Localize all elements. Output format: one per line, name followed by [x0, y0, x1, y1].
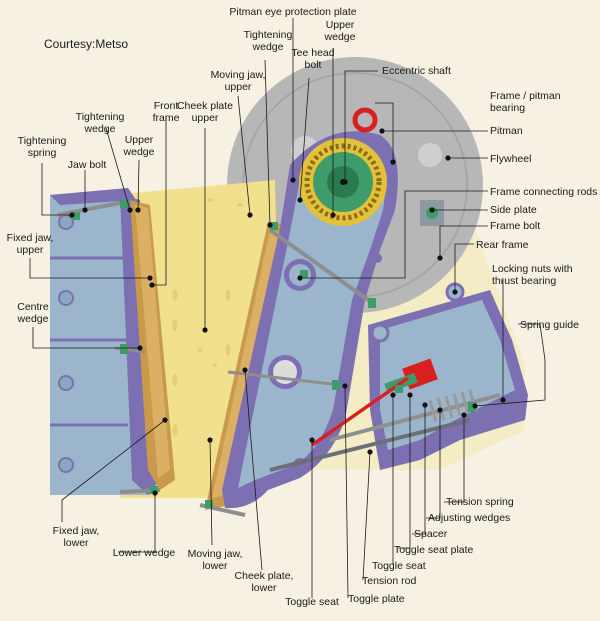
label-tightening-wedge-left-1: Tightening — [76, 111, 125, 123]
label-centre-wedge-2: wedge — [17, 313, 49, 325]
label-locking-nuts-2: thrust bearing — [492, 275, 556, 287]
tension-rod-shape — [310, 376, 410, 447]
label-fixed-jaw-upper-2: upper — [17, 244, 44, 256]
label-cheek-plate-lower-2: lower — [251, 582, 277, 594]
label-tightening-spring-1: Tightening — [18, 135, 67, 147]
label-frame-pitman-bearing-2: bearing — [490, 102, 525, 114]
label-spring-guide: Spring guide — [520, 319, 579, 331]
label-frame-connecting-rods: Frame connecting rods — [490, 186, 597, 198]
label-toggle-plate: Toggle plate — [348, 593, 405, 605]
label-moving-jaw-upper-1: Moving jaw, — [211, 69, 266, 81]
label-side-plate: Side plate — [490, 204, 537, 216]
label-locking-nuts-1: Locking nuts with — [492, 263, 573, 275]
label-flywheel: Flywheel — [490, 153, 531, 165]
label-frame-pitman-bearing-1: Frame / pitman — [490, 90, 561, 102]
part-labels: Pitman eye protection plate Upper wedge … — [7, 6, 598, 608]
label-jaw-bolt: Jaw bolt — [68, 159, 107, 171]
label-toggle-seat-right: Toggle seat — [372, 560, 426, 572]
label-spacer: Spacer — [414, 528, 448, 540]
toggle-plate-shape — [269, 418, 471, 472]
label-tee-head-bolt-1: Tee head — [291, 47, 334, 59]
label-moving-jaw-lower-1: Moving jaw, — [188, 548, 243, 560]
label-toggle-seat-plate: Toggle seat plate — [394, 544, 474, 556]
label-cheek-plate-upper-1: Cheek plate — [177, 100, 233, 112]
label-front-frame-2: frame — [153, 112, 180, 124]
label-centre-wedge-1: Centre — [17, 301, 49, 313]
pitman-eye — [352, 107, 378, 133]
label-tightening-wedge-left-2: wedge — [84, 123, 116, 135]
label-upper-wedge-left-2: wedge — [123, 146, 155, 158]
label-cheek-plate-lower-1: Cheek plate, — [235, 570, 294, 582]
label-moving-jaw-upper-2: upper — [225, 81, 252, 93]
label-toggle-seat-bottom: Toggle seat — [285, 596, 339, 608]
label-tension-spring: Tension spring — [446, 496, 514, 508]
label-front-frame-1: Front — [154, 100, 179, 112]
label-adjusting-wedges: Adjusting wedges — [428, 512, 510, 524]
label-fixed-jaw-lower-1: Fixed jaw, — [53, 525, 100, 537]
label-lower-wedge: Lower wedge — [113, 547, 176, 559]
label-tension-rod: Tension rod — [362, 575, 416, 587]
courtesy-text: Courtesy:Metso — [44, 37, 128, 51]
label-fixed-jaw-upper-1: Fixed jaw, — [7, 232, 54, 244]
label-moving-jaw-lower-2: lower — [202, 560, 228, 572]
label-upper-wedge-top-2: wedge — [324, 31, 356, 43]
label-tightening-wedge-top-1: Tightening — [244, 29, 293, 41]
machine-drawing — [50, 57, 528, 517]
label-rear-frame: Rear frame — [476, 239, 529, 251]
leader-lines — [29, 18, 546, 599]
label-cheek-plate-upper-2: upper — [192, 112, 219, 124]
label-pitman: Pitman — [490, 125, 523, 137]
label-tightening-wedge-top-2: wedge — [252, 41, 284, 53]
tension-spring-shape — [428, 389, 478, 423]
label-tee-head-bolt-2: bolt — [305, 59, 322, 71]
label-tightening-spring-2: spring — [28, 147, 57, 159]
label-fixed-jaw-lower-2: lower — [63, 537, 89, 549]
label-pitman-eye-protection-plate: Pitman eye protection plate — [229, 6, 356, 18]
leader-dots — [69, 128, 506, 496]
label-upper-wedge-top-1: Upper — [326, 19, 355, 31]
label-eccentric-shaft: Eccentric shaft — [382, 65, 451, 77]
label-frame-bolt: Frame bolt — [490, 220, 540, 232]
label-upper-wedge-left-1: Upper — [125, 134, 154, 146]
